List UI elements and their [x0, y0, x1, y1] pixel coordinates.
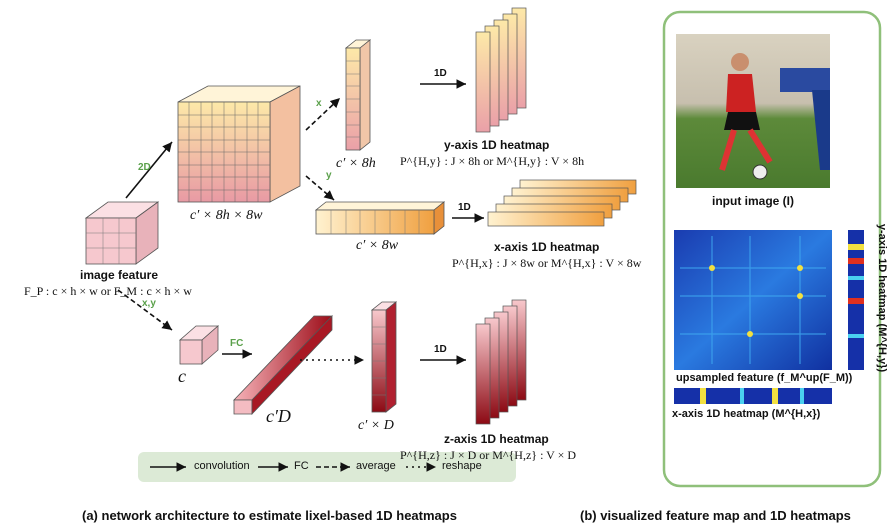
- caption-b: (b) visualized feature map and 1D heatma…: [580, 508, 851, 523]
- y-heatmap-title: y-axis 1D heatmap: [444, 138, 550, 152]
- input-image: [676, 34, 830, 188]
- label-row-8w: c′ × 8w: [356, 238, 399, 253]
- input-image-label: input image (I): [712, 194, 794, 208]
- x-heatmap-stack: [487, 179, 637, 227]
- z-heatmap-title: z-axis 1D heatmap: [444, 432, 549, 446]
- arrow-avg-x: [305, 97, 341, 131]
- label-big-cube: c′ × 8h × 8w: [190, 208, 263, 223]
- arrow-avg-xy: [117, 289, 173, 331]
- upsampled-feature-map: [674, 230, 832, 370]
- pooled-vector-c: [178, 325, 220, 365]
- upsampled-feature-label: upsampled feature (f_M^up(F_M)): [676, 372, 853, 384]
- label-1d-z: 1D: [434, 344, 447, 355]
- y-heatmap-label: y-axis 1D heatmap (M^{H,y}): [876, 223, 889, 373]
- fc-output-cD: [233, 315, 333, 415]
- label-xy: x,y: [142, 298, 156, 309]
- label-1d-x: 1D: [458, 202, 471, 213]
- x-heatmap-title: x-axis 1D heatmap: [494, 240, 600, 254]
- label-x: x: [316, 98, 322, 109]
- label-1d-y: 1D: [434, 68, 447, 79]
- label-y: y: [326, 170, 332, 181]
- image-feature-formula: F_P : c × h × w or F_M : c × h × w: [24, 284, 192, 298]
- label-column-D: c′ × D: [358, 418, 394, 433]
- image-feature-title: image feature: [80, 268, 159, 282]
- x-heatmap-label: x-axis 1D heatmap (M^{H,x}): [672, 408, 821, 420]
- legend-reshape: reshape: [442, 460, 482, 472]
- y-heatmap-stack: [475, 7, 527, 133]
- image-feature-cube: [84, 201, 160, 265]
- z-heatmap-stack: [475, 299, 527, 425]
- x-axis-heatmap-strip: [674, 388, 832, 404]
- column-D: [370, 301, 398, 413]
- arrow-avg-y: [305, 175, 335, 201]
- label-column-8h: c′ × 8h: [336, 156, 376, 171]
- column-8h: [344, 39, 372, 151]
- caption-a: (a) network architecture to estimate lix…: [82, 508, 457, 523]
- row-8w: [314, 201, 446, 235]
- label-vector-c: c: [178, 366, 186, 386]
- label-fc: FC: [230, 338, 244, 349]
- z-heatmap-formula: P^{H,z} : J × D or M^{H,z} : V × D: [400, 448, 577, 462]
- label-2d: 2D: [138, 162, 151, 173]
- x-heatmap-formula: P^{H,x} : J × 8w or M^{H,x} : V × 8w: [452, 256, 642, 270]
- arrow-2d: [125, 141, 173, 199]
- y-axis-heatmap-strip: [848, 230, 864, 370]
- big-feature-cube: [177, 85, 301, 203]
- y-heatmap-formula: P^{H,y} : J × 8h or M^{H,y} : V × 8h: [400, 154, 585, 168]
- arrows: [117, 79, 484, 365]
- legend-fc: FC: [294, 460, 309, 472]
- label-vector-cD: c′D: [266, 406, 291, 426]
- legend-average: average: [356, 460, 396, 472]
- legend-convolution: convolution: [194, 460, 250, 472]
